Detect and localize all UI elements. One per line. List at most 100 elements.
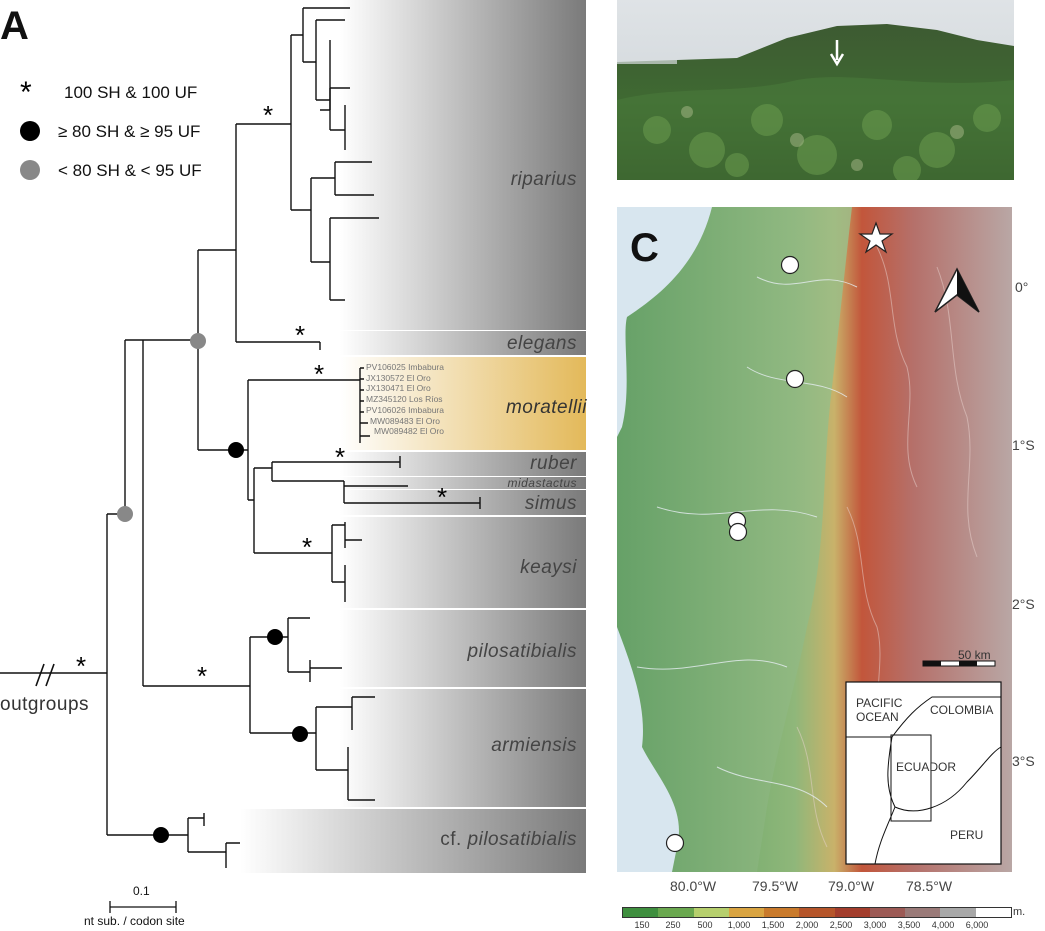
elevation-swatch <box>799 908 835 917</box>
inset-colombia-label: COLOMBIA <box>930 703 994 717</box>
label-midastactus: midastactus <box>507 476 577 490</box>
inset-ocean-label: PACIFIC OCEAN <box>856 696 903 724</box>
elevation-unit: m. <box>1013 906 1026 918</box>
elevation-tick: 150 <box>634 920 650 930</box>
node-black-pilosatibialis <box>267 629 283 645</box>
label-cf-prefix: cf. <box>440 829 462 850</box>
tip-label: MW089483 El Oro <box>370 415 440 426</box>
star-elegans: * <box>295 320 306 350</box>
elevation-tick: 250 <box>665 920 681 930</box>
legend-grey-circle <box>20 160 40 180</box>
label-elegans: elegans <box>506 333 577 354</box>
lat-label: 3°S <box>1012 753 1035 769</box>
elevation-swatch <box>905 908 941 917</box>
elevation-swatch <box>658 908 694 917</box>
elevation-color-bar <box>622 907 1012 918</box>
lat-label: 0° <box>1015 279 1029 295</box>
map-scale-label: 50 km <box>958 648 991 662</box>
sample-point <box>780 255 800 275</box>
sample-point <box>728 522 748 542</box>
star-main-clade: * <box>197 661 208 691</box>
tip-label: MW089482 El Oro <box>374 426 444 437</box>
label-moratellii: moratellii <box>505 397 587 418</box>
lon-label: 79.5°W <box>752 878 799 894</box>
elevation-swatch <box>764 908 800 917</box>
label-pilosatibialis: pilosatibialis <box>467 641 577 662</box>
panel-c-letter: C <box>630 226 659 270</box>
panel-a-letter: A <box>0 4 29 48</box>
star-ruber: * <box>335 442 346 472</box>
tip-label: PV106026 Imbabura <box>366 404 444 415</box>
star-keaysi: * <box>302 532 313 562</box>
legend-star-symbol: * <box>20 76 32 109</box>
elevation-tick: 3,500 <box>897 920 921 930</box>
elevation-tick: 2,000 <box>795 920 819 930</box>
elevation-swatch <box>693 908 729 917</box>
band-riparius <box>340 0 586 330</box>
label-cf-pilosatibialis: cf. pilosatibialis <box>440 829 577 851</box>
node-black-cf <box>153 827 169 843</box>
elevation-tick: 4,000 <box>931 920 955 930</box>
band-pilosatibialis <box>340 610 586 687</box>
label-simus: simus <box>524 493 577 514</box>
elevation-tick: 3,000 <box>863 920 887 930</box>
tree-scale-unit: nt sub. / codon site <box>84 914 185 928</box>
tree-branches <box>0 7 481 868</box>
elevation-tick: 1,000 <box>727 920 751 930</box>
star-riparius: * <box>263 100 274 130</box>
legend-black-label: ≥ 80 SH & ≥ 95 UF <box>58 122 201 141</box>
node-markers <box>117 333 308 843</box>
legend-star-label: 100 SH & 100 UF <box>64 83 198 102</box>
lat-label: 2°S <box>1012 596 1035 612</box>
tree-scale-value: 0.1 <box>133 884 150 898</box>
tip-label: MZ345120 Los Ríos <box>366 394 443 405</box>
node-grey-root <box>117 506 133 522</box>
band-elegans <box>340 331 586 355</box>
lon-label: 78.5°W <box>906 878 953 894</box>
elevation-swatch <box>975 908 1011 917</box>
elevation-swatch <box>623 908 659 917</box>
tree-scale-bar <box>109 901 177 913</box>
lon-label: 80.0°W <box>670 878 717 894</box>
elevation-tick: 500 <box>697 920 713 930</box>
outgroups-label: outgroups <box>0 694 90 715</box>
clade-bands <box>240 0 586 873</box>
sample-point <box>785 369 805 389</box>
label-keaysi: keaysi <box>520 557 577 578</box>
forest-photo <box>617 0 1014 180</box>
band-keaysi <box>340 517 586 608</box>
band-cf-pilosatibialis <box>240 809 586 873</box>
label-ruber: ruber <box>530 453 577 474</box>
elevation-map <box>617 207 1012 872</box>
label-riparius: riparius <box>510 169 577 190</box>
label-armiensis: armiensis <box>491 735 577 756</box>
map-scale-bar <box>922 660 996 667</box>
type-locality-star-icon <box>858 221 894 254</box>
band-moratellii <box>340 357 586 450</box>
elevation-tick: 2,500 <box>829 920 853 930</box>
star-root: * <box>76 651 87 681</box>
inset-peru-label: PERU <box>950 828 984 842</box>
legend-grey-label: < 80 SH & < 95 UF <box>58 161 202 180</box>
moratellii-tip-list: PV106025 Imbabura JX130572 El Oro JX1304… <box>366 362 444 437</box>
tip-label: JX130471 El Oro <box>366 383 431 394</box>
node-black-main <box>228 442 244 458</box>
sample-point <box>665 833 685 853</box>
node-black-armiensis <box>292 726 308 742</box>
lat-label: 1°S <box>1012 437 1035 453</box>
tip-label: JX130572 El Oro <box>366 372 431 383</box>
star-simus: * <box>437 482 448 512</box>
star-moratellii: * <box>314 359 325 389</box>
elevation-swatch <box>728 908 765 917</box>
elevation-tick: 1,500 <box>761 920 785 930</box>
location-arrow-icon <box>829 40 845 67</box>
legend-black-circle <box>20 121 40 141</box>
band-ruber <box>340 452 586 476</box>
band-armiensis <box>340 689 586 807</box>
sample-points <box>665 255 805 853</box>
inset-ecuador-label: ECUADOR <box>896 760 957 774</box>
phylogeny-tree <box>0 0 586 913</box>
elevation-tick: 6,000 <box>965 920 989 930</box>
elevation-swatch <box>834 908 870 917</box>
elevation-swatch <box>869 908 906 917</box>
